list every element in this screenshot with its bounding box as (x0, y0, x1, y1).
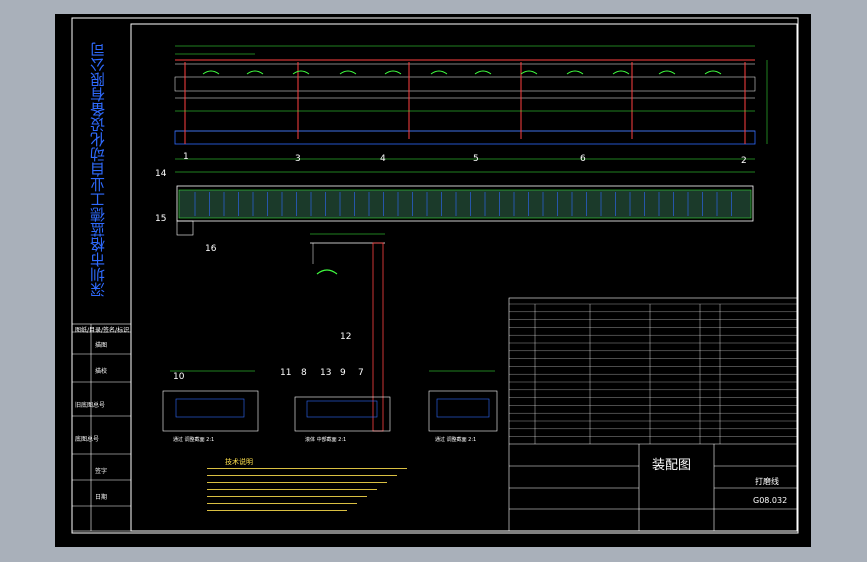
cad-drawing (71, 17, 799, 534)
side-cell-5: 签字 (95, 468, 108, 475)
company-name: 深圳市格蓝德工业自动化设备有限公司 (89, 42, 107, 298)
side-cell-1: 描图 (95, 342, 108, 349)
section-c-label: 通过 调整截面 2:1 (435, 437, 477, 443)
part-label-13: 13 (320, 368, 332, 378)
part-label-10: 10 (173, 372, 185, 382)
side-cell-2: 描校 (95, 368, 108, 375)
section-views (162, 370, 498, 432)
part-label-3: 3 (295, 154, 301, 164)
part-label-15: 15 (155, 214, 167, 224)
elevation-view (174, 45, 768, 173)
part-label-16: 16 (205, 244, 217, 254)
note-line (207, 503, 357, 504)
section-b-label: 滚体 中部截面 2:1 (305, 437, 347, 443)
weight-label: 打磨线 (755, 477, 779, 486)
side-cell-4: 底图总号 (75, 436, 100, 443)
part-label-7: 7 (358, 368, 364, 378)
part-label-8: 8 (301, 368, 307, 378)
note-line (207, 489, 377, 490)
plan-view (176, 185, 754, 236)
note-line (207, 496, 367, 497)
side-cell-3: 旧底图总号 (75, 402, 106, 409)
outer-frame (71, 17, 799, 534)
drawing-title: 装配图 (652, 458, 692, 473)
part-label-6: 6 (580, 154, 586, 164)
part-label-2: 2 (741, 156, 747, 166)
note-line (207, 510, 347, 511)
part-label-1: 1 (183, 152, 189, 162)
part-label-5: 5 (473, 154, 479, 164)
part-label-9: 9 (340, 368, 346, 378)
section-a-label: 通过 调整截面 2:1 (173, 437, 215, 443)
drawing-number: G08.032 (753, 496, 788, 505)
inner-frame (130, 23, 798, 532)
part-label-11: 11 (280, 368, 292, 378)
part-label-14: 14 (155, 169, 167, 179)
title-block (508, 297, 798, 532)
drawing-sheet: 深圳市格蓝德工业自动化设备有限公司 1 2 3 4 5 6 14 15 16 1… (55, 14, 811, 547)
side-cell-6: 日期 (95, 494, 108, 501)
note-line (207, 475, 397, 476)
note-line (207, 482, 387, 483)
part-label-12: 12 (340, 332, 352, 342)
notes-title: 技术说明 (225, 458, 253, 466)
side-cell-0: 图纸/目录/签名/标识 (75, 327, 130, 334)
note-line (207, 468, 407, 469)
part-label-4: 4 (380, 154, 386, 164)
side-table (71, 323, 132, 532)
